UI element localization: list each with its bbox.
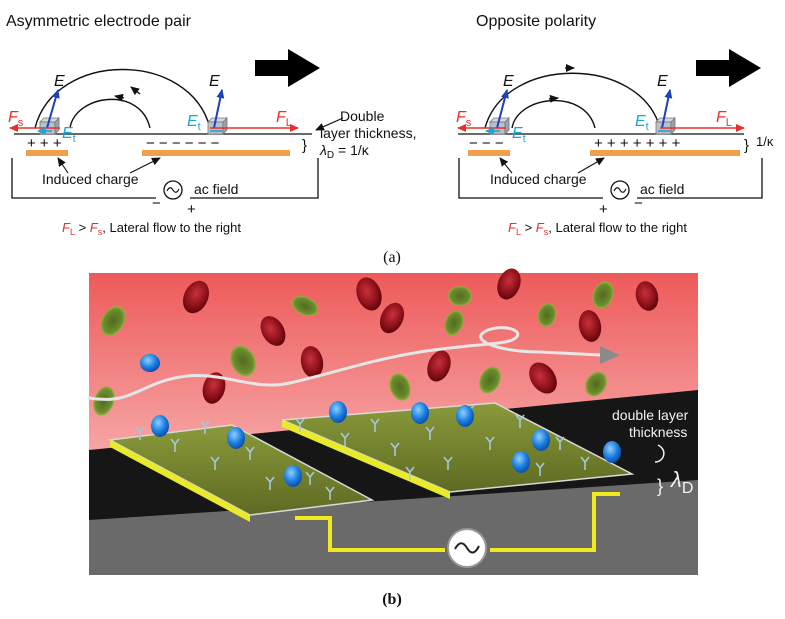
ac-field-label-right: ac field: [640, 181, 684, 197]
e-vector-left: [46, 89, 60, 129]
sine-wave-3d-icon: [454, 542, 480, 554]
field-line-inner: [69, 98, 151, 129]
double-layer-label-2: thickness: [629, 424, 687, 440]
kappa-label: 1/κ: [756, 134, 774, 149]
ac-field-label: ac field: [194, 181, 238, 197]
flow-direction-arrow-right: [696, 49, 761, 87]
double-layer-line2: layer thickness,: [320, 125, 416, 141]
field-arrow-inner-right: [548, 94, 559, 103]
field-arrow-inner: [114, 93, 125, 102]
double-layer-brace-right: }: [744, 137, 749, 154]
field-line-outer-right: [484, 72, 661, 129]
lambda-equation: λD = 1/κ: [319, 142, 370, 161]
fs-label: Fs: [8, 109, 24, 129]
et-label-right: Et: [187, 113, 201, 133]
fs-label-2: Fs: [456, 109, 472, 129]
induced-charge-label-right: Induced charge: [490, 171, 587, 187]
green-cells: [93, 281, 614, 416]
induced-charge-pointer-d: [577, 157, 605, 174]
plus-charges-right: + + + + + + +: [594, 135, 681, 152]
panel-a-right: Opposite polarity + − − − − + + + + + + …: [456, 13, 774, 237]
field-line-outer: [34, 68, 211, 129]
flow-condition: FL > Fs, Lateral flow to the right: [62, 220, 241, 237]
small-electrode-right: [468, 150, 510, 156]
fl-label: FL: [276, 109, 292, 129]
lambda-d-label: λD: [670, 467, 693, 497]
double-layer-label-1: double layer: [612, 407, 689, 423]
induced-charge-pointer-a: [57, 157, 69, 174]
induced-charge-pointer-c: [499, 157, 513, 174]
small-electrode-edge: [110, 440, 250, 522]
field-arrow-outer: [130, 86, 141, 96]
sine-wave-icon-right: [613, 187, 627, 193]
et-label-left: Et: [62, 125, 76, 145]
e-vector-right: [213, 89, 225, 129]
flow-condition-right: FL > Fs, Lateral flow to the right: [508, 220, 687, 237]
caption-a: (a): [383, 249, 401, 266]
field-line-inner-right: [511, 99, 596, 129]
e-label-right-2: E: [657, 73, 668, 90]
panel-b: double layer thickness } λD: [87, 268, 698, 575]
double-layer-brace: }: [302, 137, 307, 154]
small-electrode: [26, 150, 68, 156]
yellow-circuit-wire: [295, 492, 620, 552]
minus-sign: −: [152, 195, 161, 212]
et-label-left-2: Et: [512, 125, 526, 145]
flow-path: [87, 326, 602, 401]
minus-sign-right: −: [634, 195, 643, 212]
minus-charges-right: − − −: [469, 135, 504, 152]
circuit-wire-left: [11, 158, 319, 199]
right-title: Opposite polarity: [476, 13, 596, 30]
red-blood-cells: [182, 268, 659, 404]
circuit-wire-right: [458, 158, 763, 199]
double-layer-pointer: [315, 117, 344, 131]
large-electrode-right: [590, 150, 740, 156]
double-layer-curve: [654, 444, 665, 463]
et-label-right-2: Et: [635, 113, 649, 133]
large-electrode: [142, 150, 290, 156]
plus-sign-right: +: [599, 201, 608, 218]
caption-b: (b): [382, 591, 402, 608]
captured-particles: [140, 354, 621, 487]
minus-charges: − − − − − −: [146, 135, 220, 152]
left-title: Asymmetric electrode pair: [6, 13, 192, 30]
brace-b: }: [657, 476, 663, 496]
induced-charge-label: Induced charge: [42, 171, 139, 187]
induced-charge-pointer-b: [129, 157, 161, 174]
fl-label-2: FL: [716, 109, 732, 129]
e-vector-right-2: [661, 89, 673, 129]
antibody-field: [135, 404, 590, 500]
panel-a-left: Asymmetric electrode pair − + + + + − − …: [6, 13, 416, 237]
double-layer-line1: Double: [340, 108, 385, 124]
e-label-right: E: [209, 73, 220, 90]
large-electrode-edge: [282, 420, 450, 499]
e-label-left: E: [54, 73, 65, 90]
sine-wave-icon: [166, 187, 180, 193]
flow-direction-arrow-left: [255, 49, 320, 87]
e-label-left-2: E: [503, 73, 514, 90]
plus-sign: +: [187, 201, 196, 218]
flow-path-arrowhead: [600, 346, 620, 364]
plus-charges: + + +: [27, 135, 62, 152]
e-vector-left-2: [496, 89, 509, 129]
